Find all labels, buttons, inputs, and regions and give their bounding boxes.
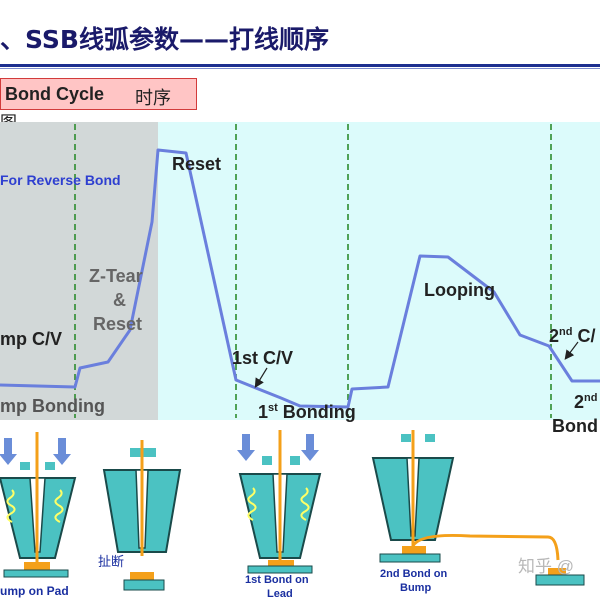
second-cv-label: 2nd C/ (549, 326, 595, 346)
title-bar: 、SSB线弧参数——打线顺序 (0, 0, 600, 72)
second-bond-text: Bond (552, 416, 598, 436)
page-title: 、SSB线弧参数——打线顺序 (0, 25, 329, 54)
capillary-first-bond (237, 430, 322, 574)
ultrasonic-icon (300, 487, 310, 521)
gold-bump (24, 562, 50, 570)
bond-pad (3, 569, 69, 578)
bump-cv-label: mp C/V (0, 329, 62, 349)
clamp-block (425, 434, 435, 442)
lead-bond (548, 568, 566, 575)
tear-annotation: 扯断 (98, 554, 124, 569)
title-divider (0, 64, 600, 67)
ultrasonic-icon (6, 489, 16, 523)
clamp-block (20, 462, 30, 470)
section-label-box: Bond Cycle 时序 (0, 78, 197, 110)
section-label-zh: 时序 (135, 88, 171, 109)
cap3-caption-line1: 1st Bond on (245, 574, 309, 586)
capillary-z-tear (102, 440, 182, 591)
watermark: 知乎 @ (518, 557, 574, 576)
z-tear-label: Z-Tear (89, 266, 143, 286)
bump-bonding-label: mp Bonding (0, 396, 105, 416)
capillary-bump-on-pad (0, 432, 77, 578)
cap4-caption-line2: Bump (400, 582, 431, 594)
ultrasonic-icon (54, 489, 64, 523)
first-cv-arrow (254, 367, 268, 389)
first-bond-ball (268, 560, 294, 567)
z-tear-amp: & (113, 290, 126, 310)
clamp-block (262, 456, 272, 465)
wire-stage-panel (158, 122, 600, 420)
gold-bump (130, 572, 154, 580)
second-cv-sup: nd (559, 326, 572, 338)
down-arrow-icon (0, 438, 17, 465)
second-cv-number: 2 (549, 326, 559, 346)
down-arrow-icon (53, 438, 71, 465)
looping-label: Looping (424, 280, 495, 300)
cap4-caption-line1: 2nd Bond on (380, 568, 447, 580)
down-arrow-icon (237, 434, 255, 461)
first-bonding-sup: st (268, 402, 278, 414)
z-tear-reset-label: Reset (93, 314, 142, 334)
clamp-block (45, 462, 55, 470)
second-cv-text: C/ (572, 326, 595, 346)
reset-top-label: Reset (172, 154, 221, 174)
wire-loop (411, 534, 560, 561)
down-arrow-icon (301, 434, 319, 461)
section-label-en: Bond Cycle (5, 84, 105, 104)
capillary-motion-curve (0, 148, 600, 409)
second-bond-sup: nd (584, 392, 597, 404)
bump-pad (379, 553, 441, 563)
second-cv-arrow (564, 341, 579, 360)
ultrasonic-icon (247, 487, 257, 521)
first-cv-label: 1st C/V (232, 348, 293, 368)
capillary-second-bond (371, 430, 585, 586)
first-bonding-text: Bonding (278, 402, 356, 422)
cap1-caption: ump on Pad (0, 584, 69, 598)
cap3-caption-line2: Lead (267, 588, 293, 600)
first-bonding-number: 1 (258, 402, 268, 422)
reverse-bond-note: For Reverse Bond (0, 172, 121, 188)
second-bond-stitch (402, 546, 426, 554)
clamp-block (290, 456, 300, 465)
title-divider-thin (0, 68, 600, 69)
clamp-block (401, 434, 411, 442)
second-bond-number: 2 (574, 392, 584, 412)
lead-frame (247, 565, 313, 574)
second-bond-label: 2nd (574, 392, 597, 412)
first-bonding-label: 1st Bonding (258, 402, 356, 422)
lead-frame (535, 574, 585, 586)
bond-pad (123, 579, 165, 591)
